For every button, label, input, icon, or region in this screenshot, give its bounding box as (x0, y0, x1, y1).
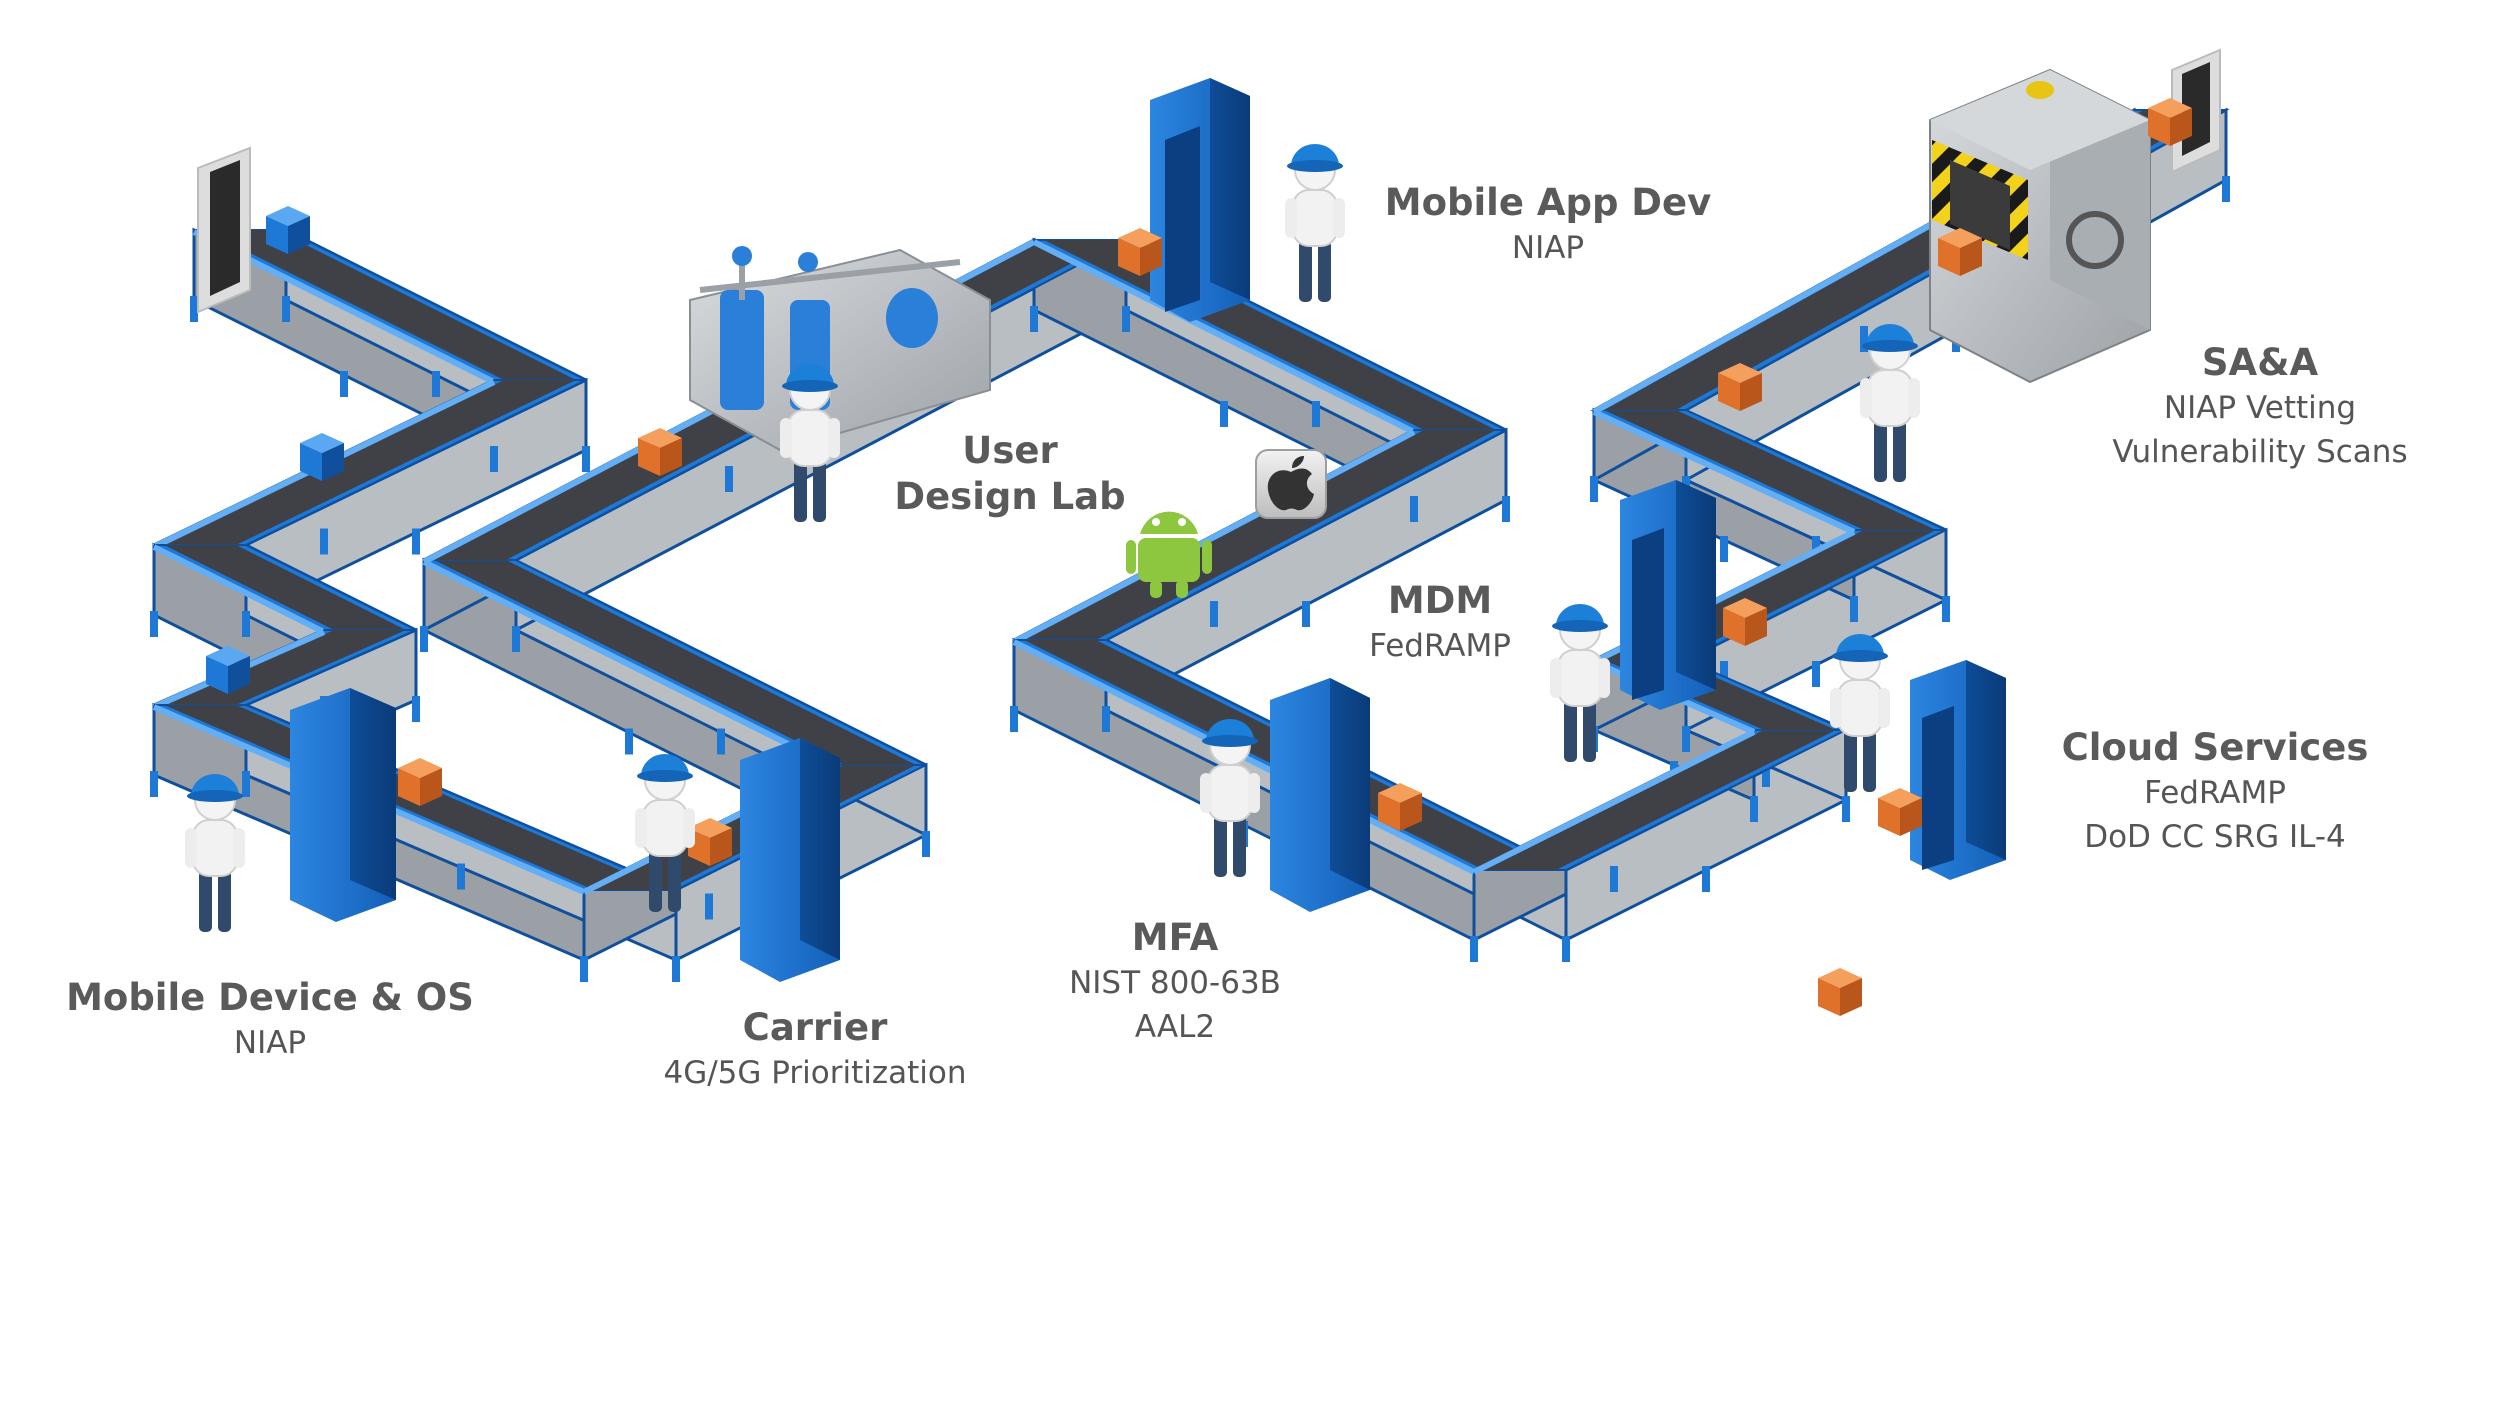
scanner-cabinet-device (290, 688, 396, 922)
station-title: Carrier (742, 1006, 888, 1049)
blue-cube (206, 646, 250, 694)
station-detail: NIAP (1511, 230, 1585, 266)
security-vault (1929, 68, 2151, 384)
parcel-box (1723, 598, 1767, 646)
worker-figure (1860, 324, 1920, 482)
station-title: MDM (1387, 579, 1493, 622)
station-saa: SA&A NIAP Vetting Vulnerability Scans (2112, 340, 2407, 474)
entry-portal (197, 146, 251, 314)
station-detail: 4G/5G Prioritization (663, 1055, 967, 1091)
station-detail: NIAP (233, 1025, 307, 1061)
parcel-box (1718, 363, 1762, 411)
parcel-box (1378, 783, 1422, 831)
worker-figure (185, 774, 245, 932)
conveyor-belt-top (152, 544, 417, 635)
parcel-box (1118, 228, 1162, 276)
parcel-box (2148, 98, 2192, 146)
station-cloud-services: Cloud Services FedRAMP DoD CC SRG IL-4 (2062, 725, 2369, 859)
station-carrier: Carrier 4G/5G Prioritization (663, 1005, 966, 1095)
scanner-cabinet-mdm (1620, 480, 1716, 710)
station-title: Mobile App Dev (1384, 181, 1712, 224)
station-detail: NIAP Vetting (2163, 390, 2357, 426)
apple-logo-icon (1255, 449, 1327, 519)
parcel-box (638, 428, 682, 476)
test-equipment-machine (689, 246, 991, 452)
parcel-box (398, 758, 442, 806)
worker-figure (1200, 719, 1260, 877)
worker-figure (635, 754, 695, 912)
blue-cube (266, 206, 310, 254)
station-detail: FedRAMP (1369, 628, 1511, 664)
station-title: MFA (1131, 916, 1219, 959)
station-mfa: MFA NIST 800-63B AAL2 (1069, 915, 1281, 1049)
station-title-line2: Design Lab (894, 475, 1126, 518)
station-mobile-device: Mobile Device & OS NIAP (66, 975, 474, 1065)
parcel-box (1878, 788, 1922, 836)
station-title: SA&A (2201, 341, 2319, 384)
worker-figure (780, 364, 840, 522)
station-detail-2: Vulnerability Scans (2112, 434, 2408, 470)
worker-figure (1285, 144, 1345, 302)
parcel-box (1818, 968, 1862, 1016)
station-title: User (962, 429, 1058, 472)
parcel-box (688, 818, 732, 866)
worker-figure (1830, 634, 1890, 792)
android-logo-icon (1126, 511, 1212, 598)
scanner-cabinet-app-dev (1150, 78, 1250, 322)
workers (185, 144, 1920, 932)
worker-figure (1550, 604, 1610, 762)
parcel-boxes (206, 98, 2192, 1016)
conveyor-belt-top (1472, 729, 1847, 875)
scanner-cabinet-mfa (1270, 678, 1370, 912)
station-mobile-app-dev: Mobile App Dev NIAP (1385, 180, 1711, 270)
station-mdm: MDM FedRAMP (1369, 578, 1511, 668)
conveyor-belt-top (422, 559, 927, 770)
blue-cube (300, 433, 344, 481)
station-detail-2: AAL2 (1134, 1009, 1216, 1045)
scanner-cabinet-cloud (1910, 660, 2006, 880)
station-detail: NIST 800-63B (1069, 965, 1281, 1001)
station-title: Cloud Services (2061, 726, 2369, 769)
station-detail: FedRAMP (2144, 775, 2286, 811)
conveyor-belt-top (1592, 409, 1947, 535)
station-user-design-lab: User Design Lab (894, 428, 1125, 520)
scanner-cabinet-carrier (740, 738, 840, 982)
parcel-box (1938, 228, 1982, 276)
station-detail-2: DoD CC SRG IL-4 (2084, 819, 2346, 855)
station-title: Mobile Device & OS (66, 976, 474, 1019)
